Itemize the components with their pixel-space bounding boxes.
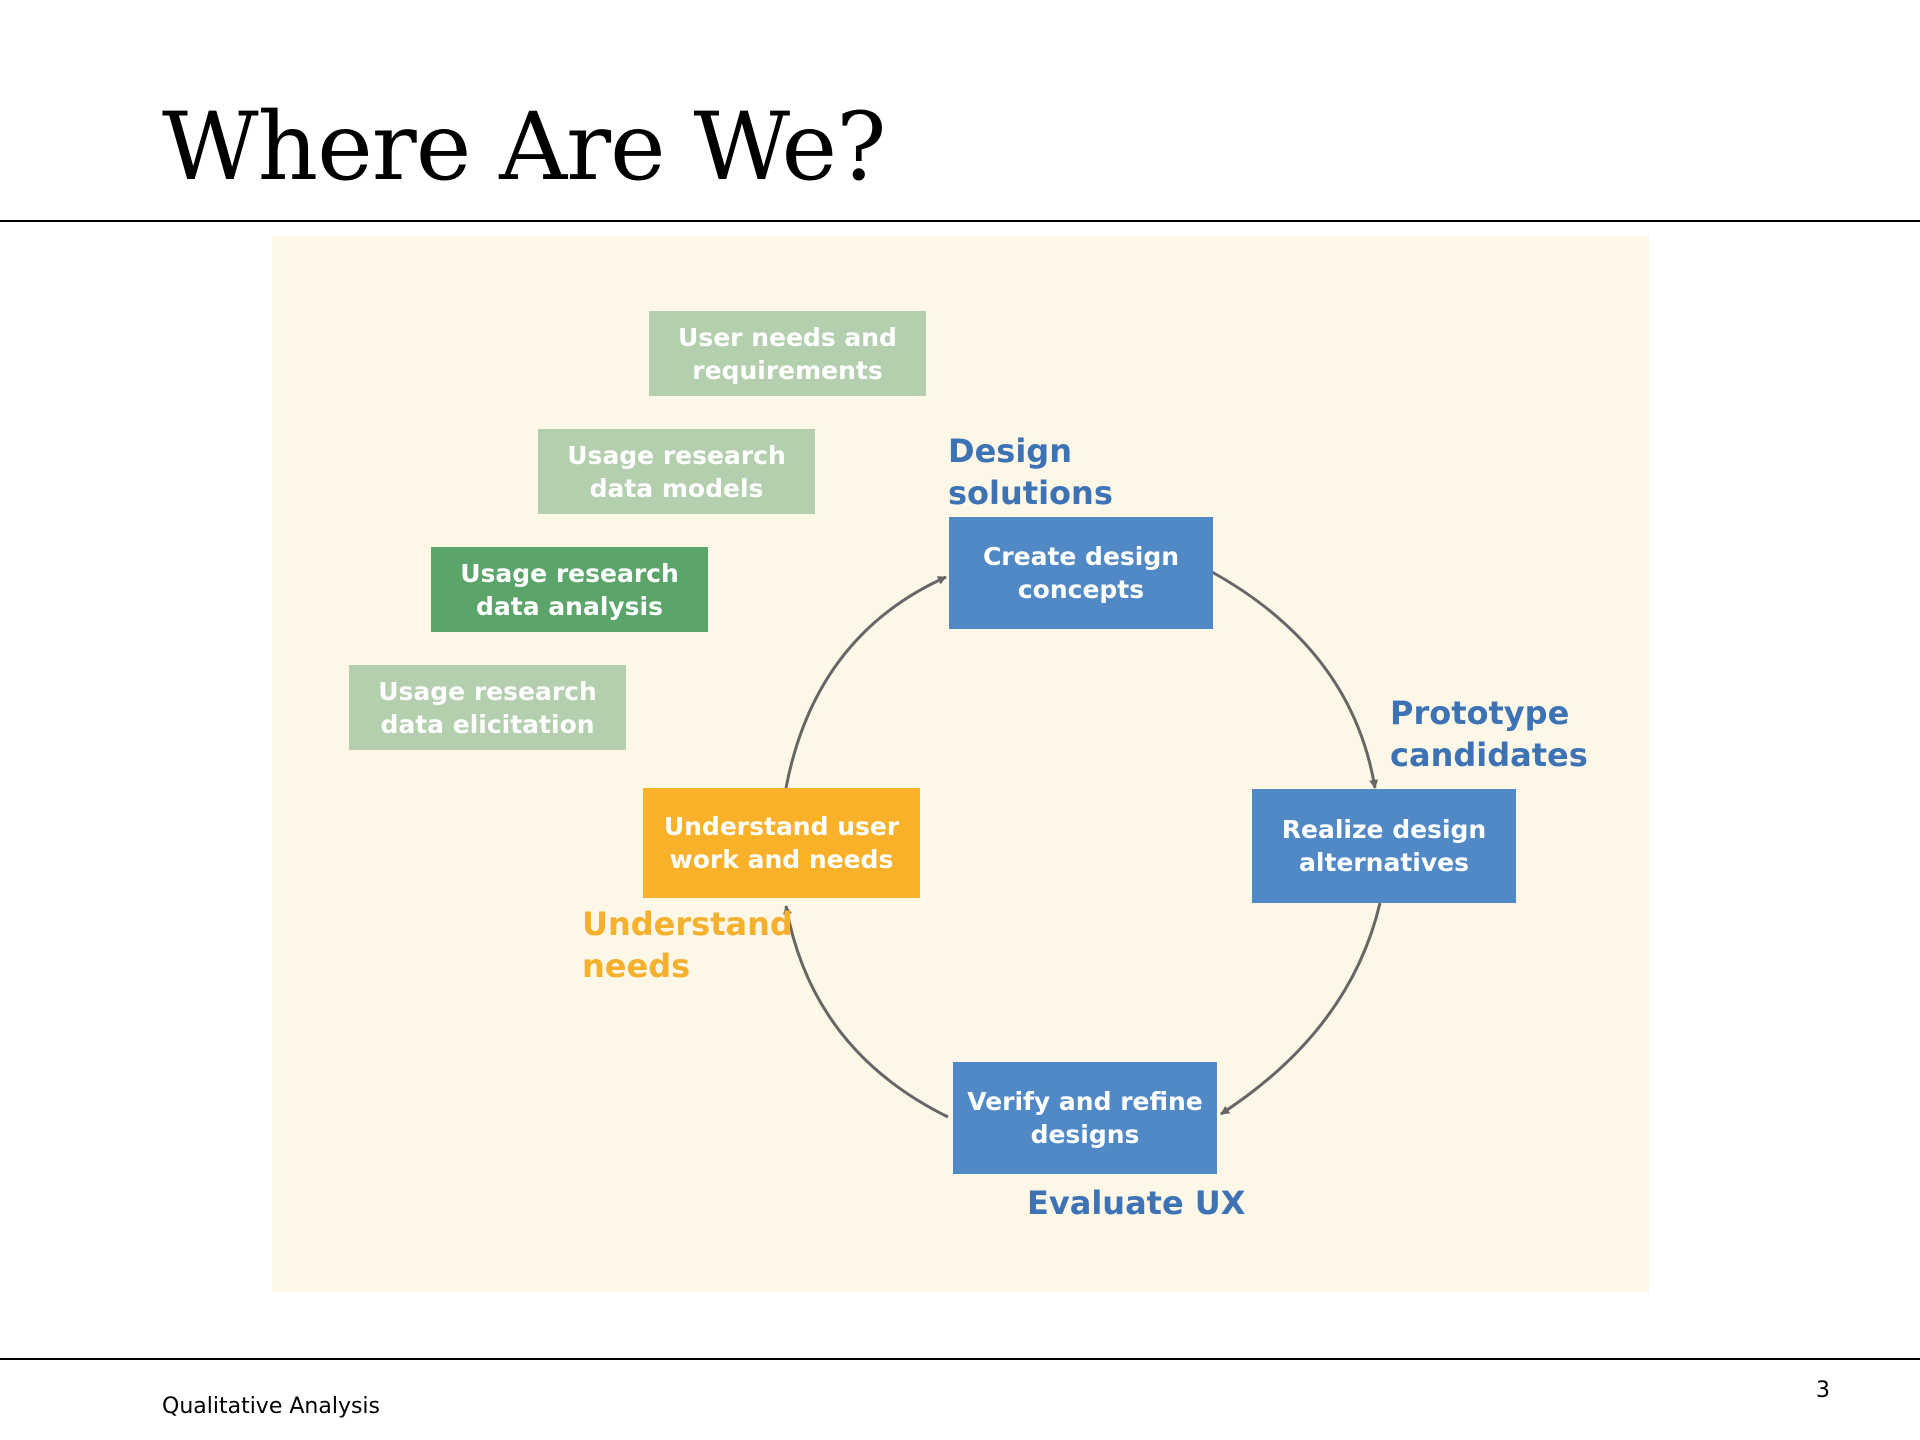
box-create-design-concepts: Create design concepts (949, 517, 1213, 629)
box-realize-design-alternatives: Realize design alternatives (1252, 789, 1516, 903)
box-verify-refine-designs: Verify and refine designs (953, 1062, 1217, 1174)
box-usage-research-data-elicitation: Usage research data elicitation (349, 665, 626, 750)
label-evaluate-ux: Evaluate UX (1027, 1184, 1246, 1222)
box-user-needs-requirements: User needs and requirements (649, 311, 926, 396)
page-number: 3 (1816, 1378, 1830, 1403)
arrow-understand-to-create (784, 575, 947, 789)
title-divider (0, 220, 1920, 222)
arrow-create-to-realize (1211, 570, 1379, 789)
arrow-realize-to-verify (1220, 902, 1382, 1116)
label-design-solutions: Design solutions (948, 432, 1113, 512)
box-usage-research-data-models: Usage research data models (538, 429, 815, 514)
slide-title: Where Are We? (162, 93, 887, 202)
label-understand-needs: Understand needs (582, 905, 793, 985)
label-prototype-candidates: Prototype candidates (1390, 694, 1588, 774)
footer-divider (0, 1358, 1920, 1360)
footer-title: Qualitative Analysis (162, 1394, 381, 1419)
box-usage-research-data-analysis: Usage research data analysis (431, 547, 708, 632)
box-understand-user-work: Understand user work and needs (643, 788, 920, 898)
arrow-verify-to-understand (783, 905, 949, 1119)
